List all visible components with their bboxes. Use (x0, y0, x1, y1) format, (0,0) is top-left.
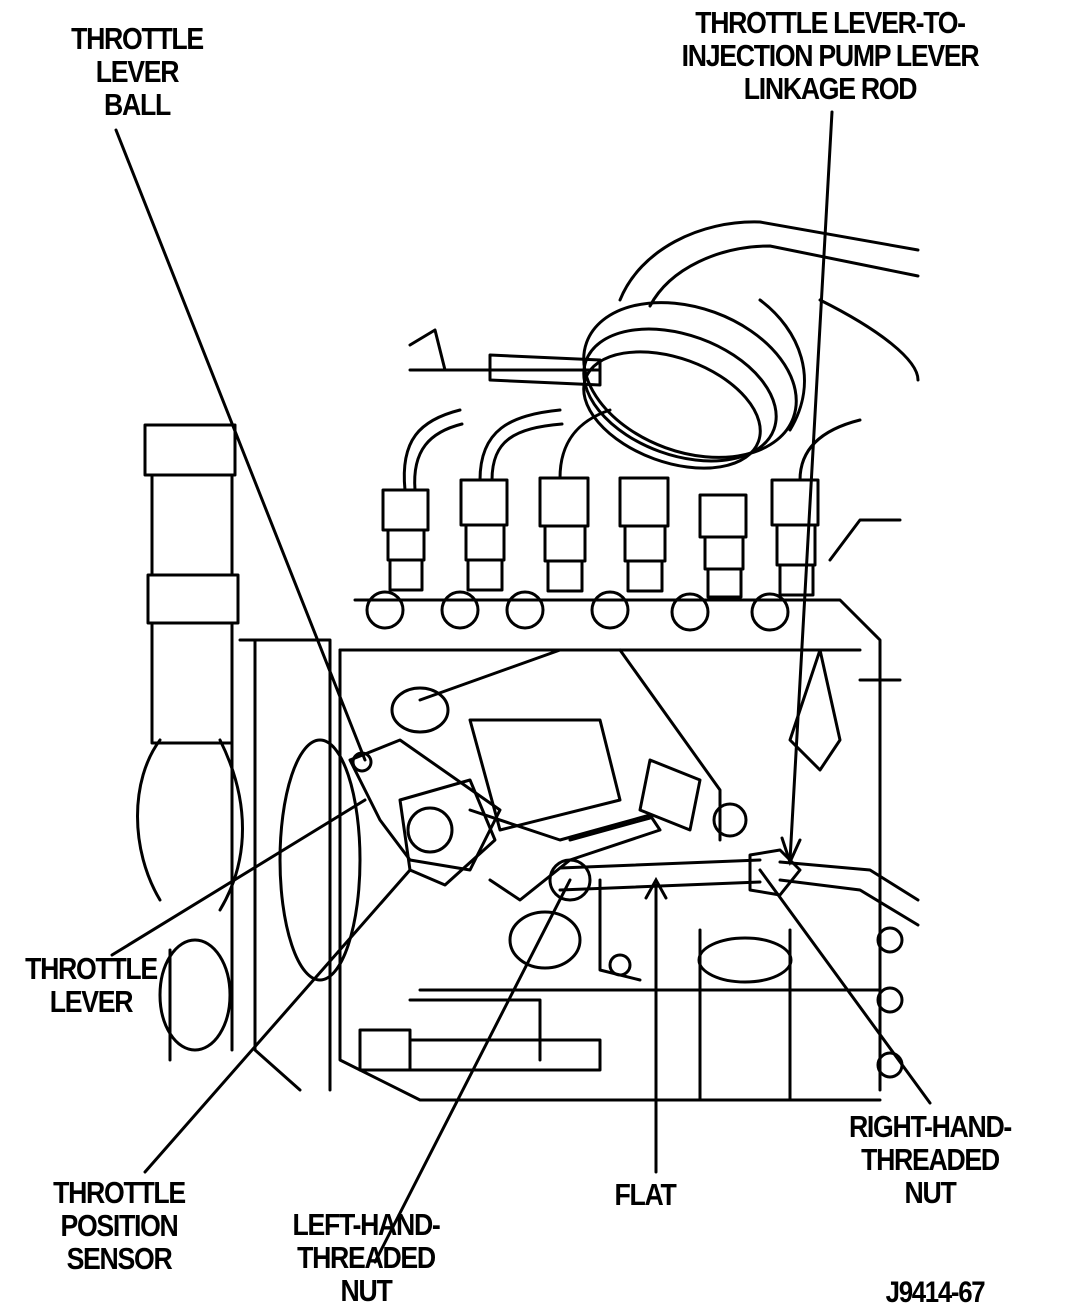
label-throttle-lever: THROTTLE LEVER (25, 951, 158, 1019)
label-linkage-rod: THROTTLE LEVER-TO- INJECTION PUMP LEVER … (681, 5, 980, 106)
leader-throttle-lever (110, 798, 367, 957)
leader-throttle-position-sensor (143, 868, 412, 1174)
figure-code: J9414-67 (885, 1276, 986, 1309)
fuel-injectors (381, 328, 862, 599)
leader-left-hand-threaded-nut (373, 878, 572, 1264)
injection-pump (338, 518, 904, 1102)
leader-lines (110, 110, 932, 1264)
leader-right-hand-threaded-nut (758, 868, 932, 1105)
label-throttle-lever-ball: THROTTLE LEVER BALL (71, 21, 204, 122)
label-left-hand-threaded-nut: LEFT-HAND- THREADED NUT (292, 1207, 440, 1308)
label-flat: FLAT (614, 1177, 677, 1212)
throttle-assembly (348, 738, 920, 927)
leader-linkage-rod (788, 110, 834, 862)
leader-throttle-lever-ball (114, 128, 367, 762)
label-throttle-position-sensor: THROTTLE POSITION SENSOR (53, 1175, 186, 1276)
label-right-hand-threaded-nut: RIGHT-HAND- THREADED NUT (848, 1109, 1012, 1210)
engine-block-left (136, 423, 362, 1092)
intake-duct (582, 220, 920, 470)
